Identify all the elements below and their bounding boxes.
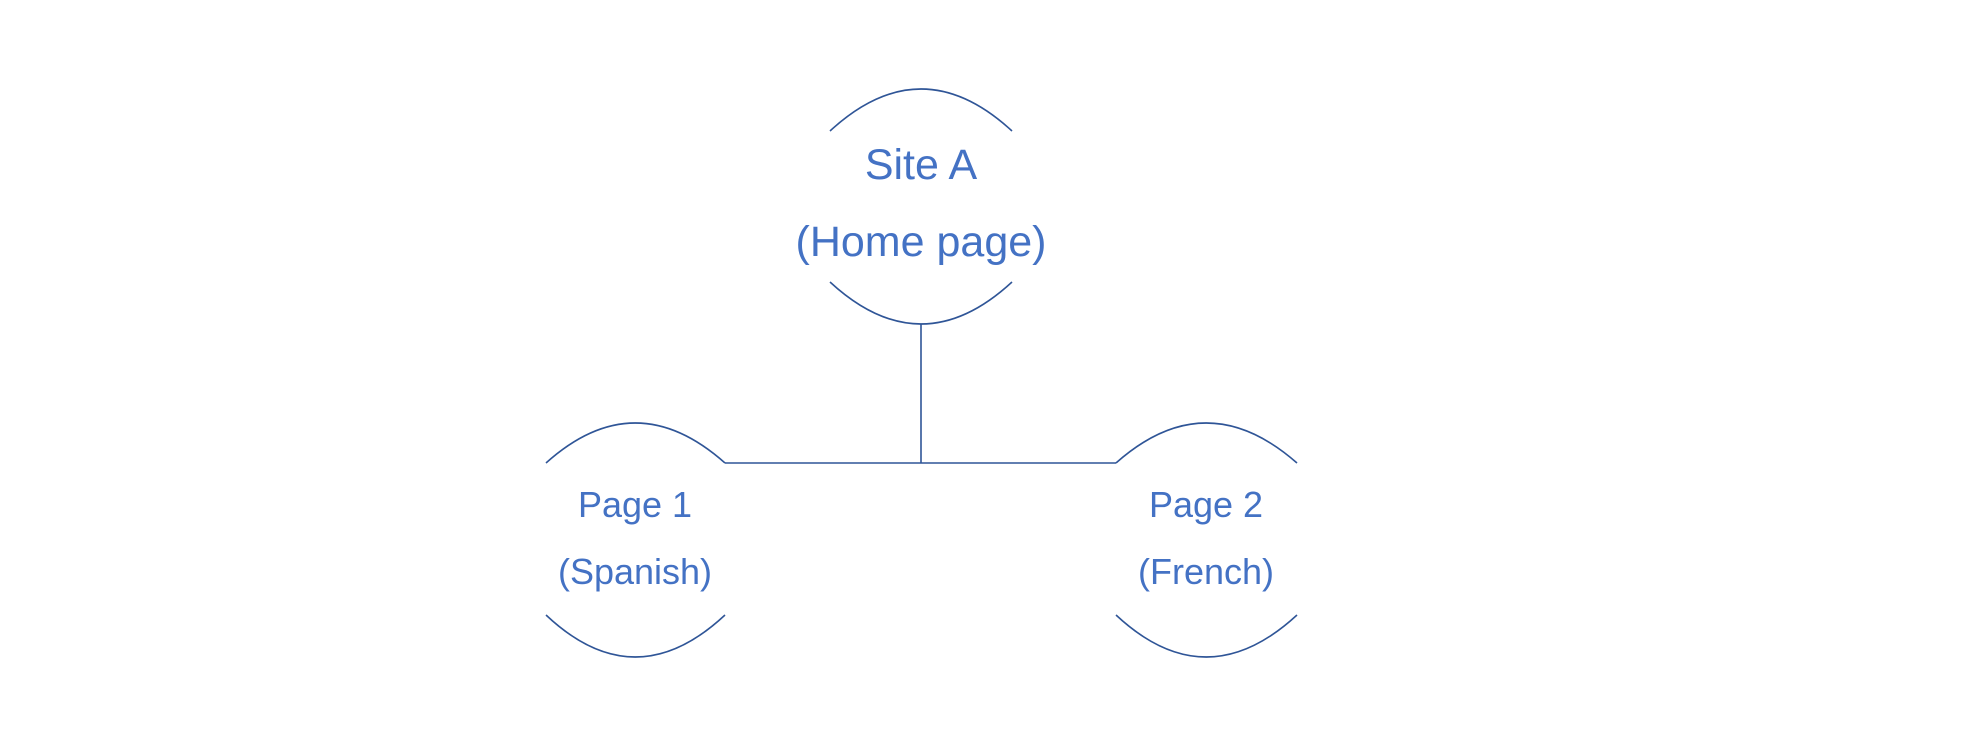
node-bottom-arc	[829, 281, 1013, 325]
node-title: Page 1	[578, 484, 692, 525]
node-bottom-arc	[545, 614, 726, 658]
node-page-1: Page 1 (Spanish)	[545, 422, 726, 658]
node-top-arc	[545, 422, 726, 464]
node-page-2: Page 2 (French)	[1115, 422, 1298, 658]
node-title: Site A	[865, 141, 978, 189]
node-subtitle: (Home page)	[796, 218, 1047, 266]
node-bottom-arc	[1115, 614, 1298, 658]
node-title: Page 2	[1149, 484, 1263, 525]
node-site-a: Site A (Home page)	[796, 88, 1047, 325]
node-subtitle: (French)	[1138, 551, 1274, 592]
node-top-arc	[1115, 422, 1298, 464]
node-subtitle: (Spanish)	[558, 551, 712, 592]
node-top-arc	[829, 88, 1013, 132]
